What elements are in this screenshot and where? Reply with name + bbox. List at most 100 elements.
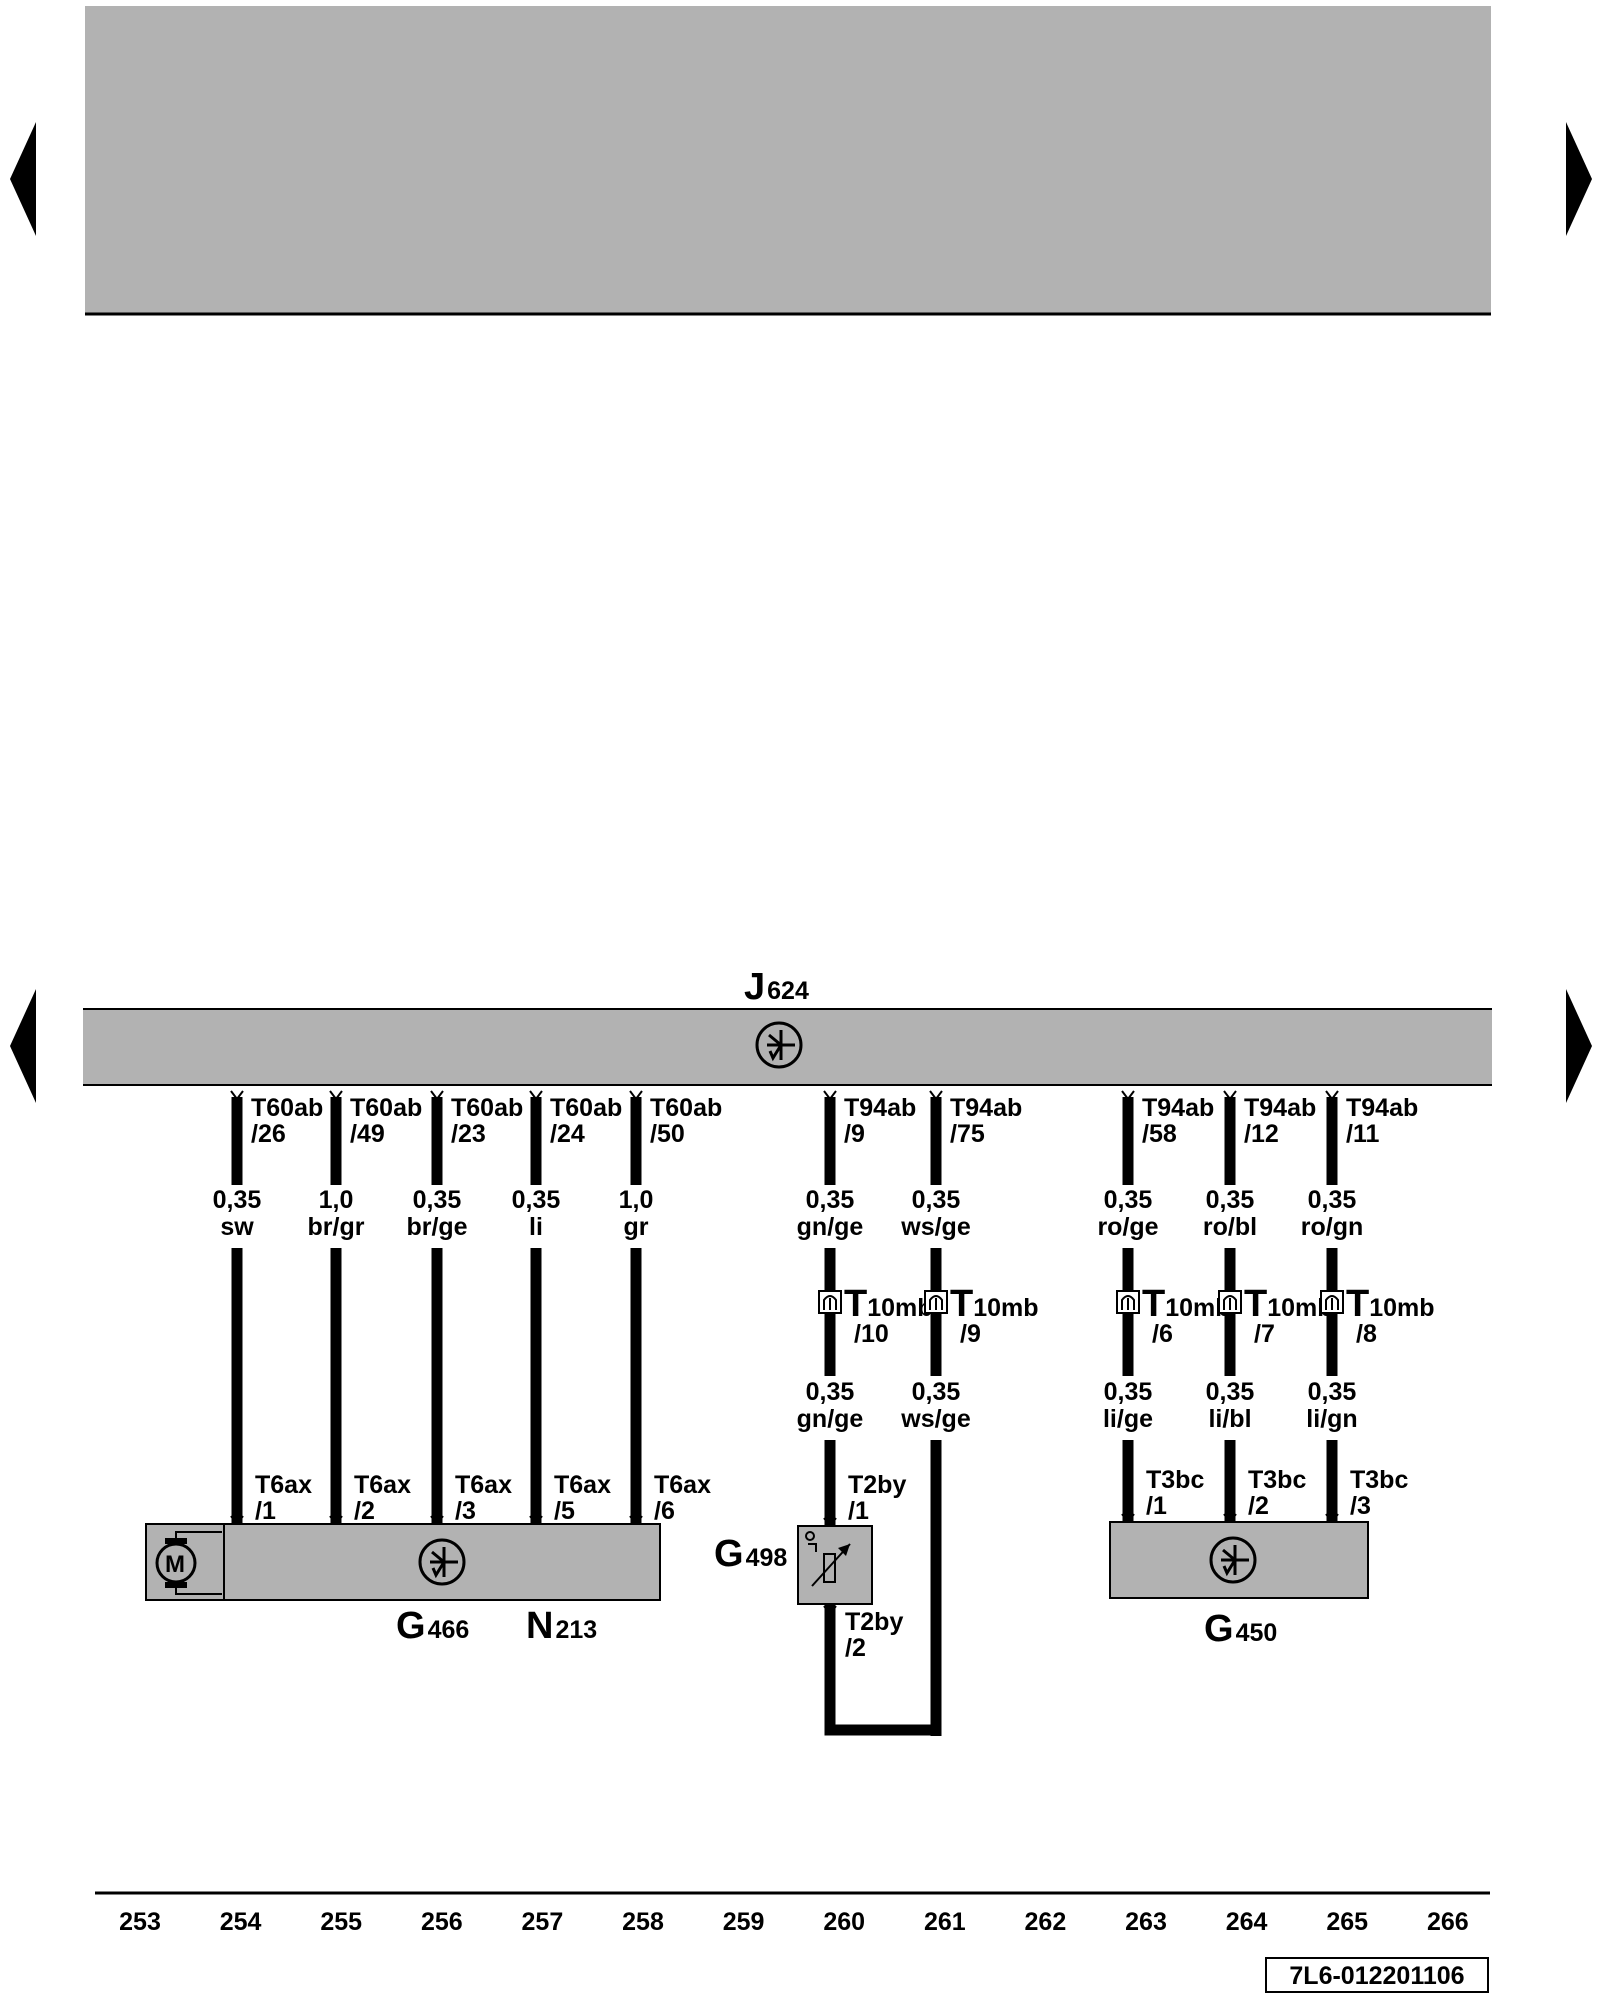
wire-color: li [529,1213,543,1241]
bottom-connector-name: T6ax [554,1471,611,1499]
inline-connector-pin: /6 [1152,1320,1173,1348]
motor-icon: M [155,1531,222,1595]
wire-gauge: 0,35 [1206,1186,1255,1214]
page-number: 262 [1025,1908,1067,1936]
page-number: 265 [1326,1908,1368,1936]
bottom-connector-pin: /1 [1146,1492,1167,1520]
wire-gauge: 0,35 [512,1186,561,1214]
top-connector-pin: /26 [251,1120,286,1148]
connector-glyph [929,1295,943,1310]
inline-connector-letter: T [1244,1283,1267,1325]
bottom-connector-pin: /3 [455,1497,476,1525]
motor-symbol-text: M [165,1551,185,1578]
page-number: 257 [522,1908,564,1936]
wire-gauge: 1,0 [319,1186,354,1214]
page-number: 263 [1125,1908,1167,1936]
wire-color: ro/bl [1203,1213,1257,1241]
top-connector-pin: /49 [350,1120,385,1148]
wire-gauge: 0,35 [1308,1186,1357,1214]
bottom-connector-pin: /5 [554,1497,575,1525]
inline-connector-letter: T [1142,1283,1165,1325]
page-number: 261 [924,1908,966,1936]
top-connector-name: T94ab [950,1094,1022,1122]
next-page-lower-icon[interactable] [1566,989,1592,1103]
bottom-connector-name: T3bc [1146,1466,1204,1494]
top-connector-name: T60ab [451,1094,523,1122]
loop-wire [824,1604,936,1736]
top-connector-pin: /50 [650,1120,685,1148]
wire-color: gn/ge [797,1213,864,1241]
top-connector-name: T60ab [650,1094,722,1122]
bottom-connector-pin: /2 [354,1497,375,1525]
wire-gauge: 0,35 [213,1186,262,1214]
bottom-connector-pin: /6 [654,1497,675,1525]
top-connector-name: T60ab [550,1094,622,1122]
g466-label: G466 [396,1605,469,1647]
top-connector-name: T60ab [251,1094,323,1122]
inline-connector-sub: 10mb [1369,1294,1434,1322]
g466-n213-component [145,1523,661,1601]
wire-color: ro/ge [1097,1213,1158,1241]
n213-label: N213 [526,1605,597,1647]
inline-connector-icon [818,1290,842,1314]
g450-label: G450 [1204,1608,1277,1650]
prev-page-upper-icon[interactable] [10,122,36,236]
wire-gauge-2: 0,35 [1206,1378,1255,1406]
wire-gauge: 0,35 [806,1186,855,1214]
wire-color: br/gr [308,1213,365,1241]
wire-gauge: 0,35 [912,1186,961,1214]
temperature-sensor-icon [805,1531,851,1587]
wire-color: gr [624,1213,649,1241]
top-connector-pin: /75 [950,1120,985,1148]
inline-connector-pin: /8 [1356,1320,1377,1348]
connector-glyph [1223,1295,1237,1310]
wire-gauge-2: 0,35 [1308,1378,1357,1406]
bottom-connector-pin: /1 [848,1497,869,1525]
next-page-upper-icon[interactable] [1566,122,1592,236]
g498-bottom-pin: /2 [845,1634,866,1662]
wire-gauge-2: 0,35 [1104,1378,1153,1406]
bottom-connector-name: T6ax [354,1471,411,1499]
connector-glyph [1121,1295,1135,1310]
top-connector-pin: /9 [844,1120,865,1148]
j624-control-unit [83,1009,1492,1085]
page-number: 266 [1427,1908,1469,1936]
inline-connector-pin: /10 [854,1320,889,1348]
inline-connector-icon [1218,1290,1242,1314]
inline-connector-sub: 10mb [973,1294,1038,1322]
g498-return-loop [823,1604,936,1736]
g498-label: G498 [714,1533,787,1575]
wire-gauge: 0,35 [413,1186,462,1214]
wire-color-2: ws/ge [900,1405,971,1433]
wire-color-2: gn/ge [797,1405,864,1433]
bottom-connector-name: T3bc [1248,1466,1306,1494]
doc-id-text: 7L6-012201106 [1289,1962,1464,1990]
inline-connector-pin: /9 [960,1320,981,1348]
inline-connector-sub: 10mb [867,1294,932,1322]
wire-gauge-2: 0,35 [912,1378,961,1406]
inline-connector-icon [1116,1290,1140,1314]
wire-gauge: 1,0 [619,1186,654,1214]
prev-page-lower-icon[interactable] [10,989,36,1103]
wire-color-2: li/ge [1103,1405,1153,1433]
inline-connector-name: T10mb [1142,1283,1231,1325]
top-connector-pin: /24 [550,1120,585,1148]
wire-color: ws/ge [900,1213,971,1241]
wire-color: br/ge [406,1213,467,1241]
top-connector-name: T60ab [350,1094,422,1122]
wire-color-2: li/bl [1208,1405,1251,1433]
bottom-connector-name: T2by [848,1471,906,1499]
bottom-connector-pin: /3 [1350,1492,1371,1520]
page-number: 255 [320,1908,362,1936]
page-number: 256 [421,1908,463,1936]
bottom-connector-pin: /1 [255,1497,276,1525]
j624-label: J624 [744,966,809,1008]
inline-connector-icon [924,1290,948,1314]
connector-glyph [823,1295,837,1310]
